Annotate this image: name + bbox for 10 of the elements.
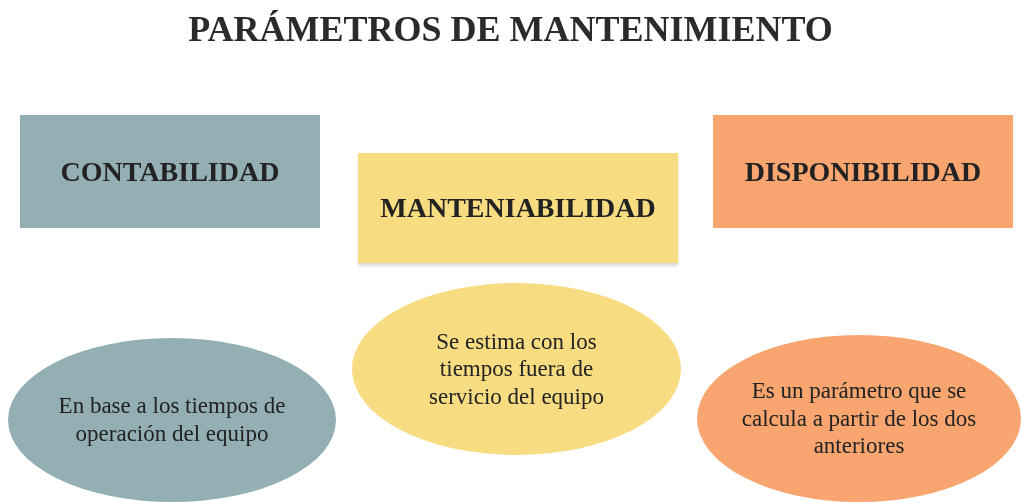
rectangle-node <box>20 115 320 228</box>
title: PARÁMETROS DE MANTENIMIENTO <box>187 8 834 50</box>
description-text: Se estima con los tiempos fuera de servicio del equipo <box>428 327 605 411</box>
heading-text: CONTABILIDAD <box>60 155 280 188</box>
heading-text: MANTENIABILIDAD <box>380 192 656 224</box>
description-text: Es un parámetro que se calcula a partir de los dos anteriores <box>740 377 978 460</box>
heading-text: DISPONIBILIDAD <box>744 155 982 188</box>
rectangle-node <box>358 153 678 263</box>
description-text: En base a los tiempos de operación del equipo <box>57 392 287 448</box>
rectangle-node <box>713 115 1013 228</box>
